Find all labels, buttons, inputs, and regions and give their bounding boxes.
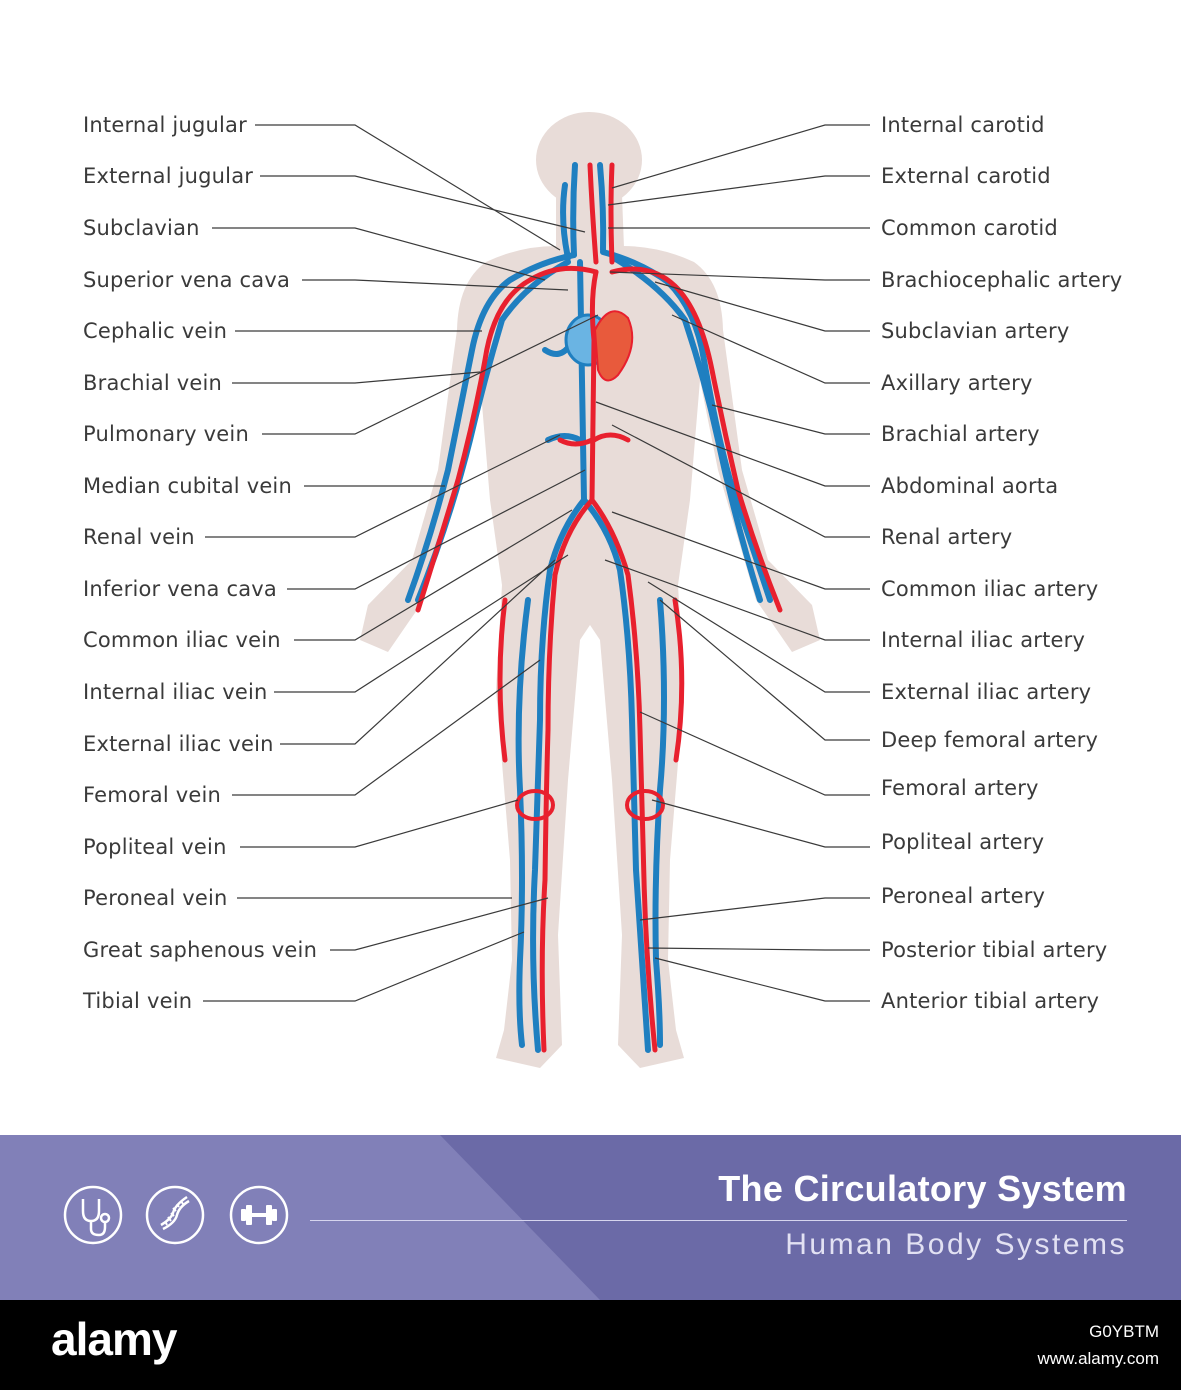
- label-external-iliac-vein: External iliac vein: [83, 732, 274, 756]
- label-great-saphenous-vein: Great saphenous vein: [83, 938, 318, 962]
- body-silhouette: [360, 112, 820, 1068]
- label-external-iliac-artery: External iliac artery: [881, 680, 1092, 704]
- label-peroneal-artery: Peroneal artery: [881, 884, 1046, 908]
- dna-icon: [145, 1185, 205, 1245]
- label-deep-femoral-artery: Deep femoral artery: [881, 728, 1099, 752]
- label-femoral-vein: Femoral vein: [83, 783, 222, 807]
- label-subclavian-artery: Subclavian artery: [881, 319, 1070, 343]
- label-cephalic-vein: Cephalic vein: [83, 319, 228, 343]
- label-posterior-tibial-artery: Posterior tibial artery: [881, 938, 1108, 962]
- label-renal-artery: Renal artery: [881, 525, 1013, 549]
- label-superior-vena-cava: Superior vena cava: [83, 268, 291, 292]
- label-brachial-artery: Brachial artery: [881, 422, 1040, 446]
- label-popliteal-vein: Popliteal vein: [83, 835, 227, 859]
- page-subtitle: Human Body Systems: [785, 1228, 1127, 1261]
- label-pulmonary-vein: Pulmonary vein: [83, 422, 249, 446]
- label-brachial-vein: Brachial vein: [83, 371, 223, 395]
- label-popliteal-artery: Popliteal artery: [881, 830, 1045, 854]
- knee-rings: [515, 789, 665, 821]
- title-banner: [0, 1135, 1181, 1300]
- label-axillary-artery: Axillary artery: [881, 371, 1033, 395]
- image-id: G0YBTM: [1089, 1322, 1159, 1341]
- page-title: The Circulatory System: [718, 1168, 1127, 1209]
- leader-lines-left: [203, 124, 599, 1002]
- arteries: [415, 162, 783, 1053]
- label-external-carotid: External carotid: [881, 164, 1051, 188]
- label-renal-vein: Renal vein: [83, 525, 195, 549]
- label-internal-iliac-vein: Internal iliac vein: [83, 680, 268, 704]
- label-inferior-vena-cava: Inferior vena cava: [83, 577, 277, 601]
- label-brachiocephalic-artery: Brachiocephalic artery: [881, 268, 1123, 292]
- label-anterior-tibial-artery: Anterior tibial artery: [881, 989, 1100, 1013]
- label-median-cubital-vein: Median cubital vein: [83, 474, 292, 498]
- label-common-carotid: Common carotid: [881, 216, 1058, 240]
- label-peroneal-vein: Peroneal vein: [83, 886, 228, 910]
- site-url: www.alamy.com: [1037, 1349, 1159, 1368]
- label-femoral-artery: Femoral artery: [881, 776, 1039, 800]
- heart-left: [593, 310, 634, 382]
- label-internal-jugular: Internal jugular: [83, 113, 247, 137]
- label-subclavian: Subclavian: [83, 216, 200, 240]
- label-common-iliac-artery: Common iliac artery: [881, 577, 1099, 601]
- brand-logo: alamy: [51, 1313, 177, 1365]
- circulatory-diagram: [203, 112, 870, 1068]
- stethoscope-icon: [63, 1185, 123, 1245]
- label-abdominal-aorta: Abdominal aorta: [881, 474, 1059, 498]
- title-divider: [310, 1220, 1127, 1221]
- label-internal-iliac-artery: Internal iliac artery: [881, 628, 1086, 652]
- label-internal-carotid: Internal carotid: [881, 113, 1045, 137]
- label-common-iliac-vein: Common iliac vein: [83, 628, 281, 652]
- label-external-jugular: External jugular: [83, 164, 254, 188]
- stock-footer: [0, 1300, 1181, 1390]
- dumbbell-icon: [229, 1185, 289, 1245]
- label-tibial-vein: Tibial vein: [83, 989, 193, 1013]
- leader-lines-right: [595, 124, 870, 1002]
